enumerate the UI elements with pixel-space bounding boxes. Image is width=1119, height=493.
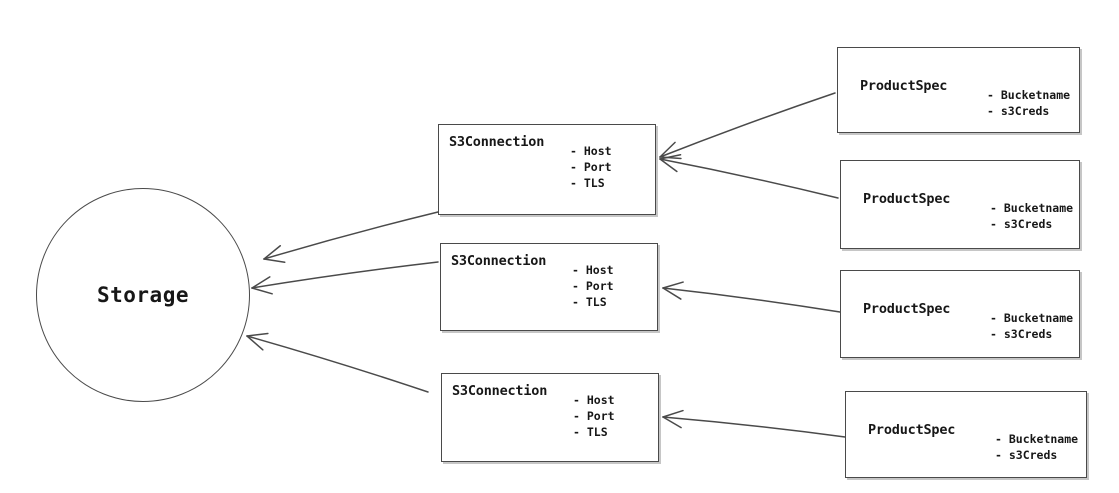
edge-s3conn-1-to-storage xyxy=(263,211,439,264)
edge-line xyxy=(662,287,841,313)
connection-title: S3Connection xyxy=(452,383,548,399)
arrowhead-barb-2 xyxy=(659,158,678,173)
spec-attribute: - Bucketname xyxy=(990,311,1074,325)
arrowhead-barb-1 xyxy=(251,276,271,289)
connection-attribute: - Port xyxy=(572,279,614,293)
spec-attribute: - Bucketname xyxy=(987,88,1071,102)
connection-box-2[interactable]: S3Connection - Host - Port - TLS xyxy=(440,243,658,331)
edge-line xyxy=(263,211,439,260)
edge-line xyxy=(662,416,846,438)
edge-line xyxy=(659,92,836,158)
edge-s3conn-3-to-storage xyxy=(246,332,429,393)
spec-box-1[interactable]: ProductSpec - Bucketname - s3Creds xyxy=(837,47,1080,133)
spec-attribute: - s3Creds xyxy=(987,104,1050,118)
connection-attribute: - TLS xyxy=(573,425,608,439)
connection-attribute: - TLS xyxy=(570,176,605,190)
spec-attribute: - Bucketname xyxy=(995,432,1079,446)
arrowhead-barb-2 xyxy=(246,335,264,351)
storage-label: Storage xyxy=(96,283,189,307)
connection-box-1[interactable]: S3Connection - Host - Port - TLS xyxy=(438,124,656,215)
arrowhead-barb-2 xyxy=(662,416,682,429)
connection-box-3[interactable]: S3Connection - Host - Port - TLS xyxy=(441,373,659,462)
edge-s3conn-2-to-storage xyxy=(251,261,439,295)
edge-productspec-4-to-s3conn-3 xyxy=(662,409,846,438)
spec-title: ProductSpec xyxy=(868,422,956,438)
connection-attribute: - Port xyxy=(573,409,615,423)
spec-attribute-list: - Bucketname - s3Creds xyxy=(995,431,1078,463)
connection-attribute: - Port xyxy=(570,160,612,174)
connection-title: S3Connection xyxy=(451,253,547,269)
arrowhead-barb-1 xyxy=(263,244,282,260)
edge-productspec-3-to-s3conn-2 xyxy=(662,281,841,313)
spec-attribute-list: - Bucketname - s3Creds xyxy=(990,310,1073,342)
connection-attribute: - Host xyxy=(570,144,612,158)
connection-attribute-list: - Host - Port - TLS xyxy=(572,262,614,310)
spec-attribute: - s3Creds xyxy=(990,327,1053,341)
spec-attribute-list: - Bucketname - s3Creds xyxy=(990,200,1073,232)
arrowhead-barb-1 xyxy=(246,332,269,337)
connection-attribute: - Host xyxy=(572,263,614,277)
arrowhead-barb-1 xyxy=(659,141,676,158)
connection-attribute: - TLS xyxy=(572,295,607,309)
edge-line xyxy=(246,335,429,393)
connection-title: S3Connection xyxy=(449,134,545,150)
spec-box-2[interactable]: ProductSpec - Bucketname - s3Creds xyxy=(840,160,1080,249)
arrowhead-barb-1 xyxy=(662,281,684,289)
edge-productspec-2-to-s3conn-1 xyxy=(659,153,839,199)
spec-title: ProductSpec xyxy=(860,78,948,94)
spec-attribute-list: - Bucketname - s3Creds xyxy=(987,87,1070,119)
connection-attribute: - Host xyxy=(573,393,615,407)
edge-line xyxy=(659,158,839,199)
arrowhead-barb-2 xyxy=(263,258,286,264)
arrowhead-barb-1 xyxy=(662,409,684,418)
spec-attribute: - s3Creds xyxy=(995,448,1058,462)
edge-productspec-1-to-s3conn-1 xyxy=(659,92,836,160)
spec-box-3[interactable]: ProductSpec - Bucketname - s3Creds xyxy=(840,270,1080,358)
arrowhead-barb-2 xyxy=(251,287,273,295)
connection-attribute-list: - Host - Port - TLS xyxy=(570,143,612,191)
edge-line xyxy=(251,261,439,289)
arrowhead-barb-2 xyxy=(662,287,682,300)
storage-circle-node[interactable]: Storage xyxy=(36,188,250,402)
arrowhead-barb-1 xyxy=(659,153,682,160)
spec-title: ProductSpec xyxy=(863,191,951,207)
spec-title: ProductSpec xyxy=(863,301,951,317)
spec-box-4[interactable]: ProductSpec - Bucketname - s3Creds xyxy=(845,391,1087,478)
spec-attribute: - Bucketname xyxy=(990,201,1074,215)
connection-attribute-list: - Host - Port - TLS xyxy=(573,392,615,440)
spec-attribute: - s3Creds xyxy=(990,217,1053,231)
arrowhead-barb-2 xyxy=(659,156,682,160)
